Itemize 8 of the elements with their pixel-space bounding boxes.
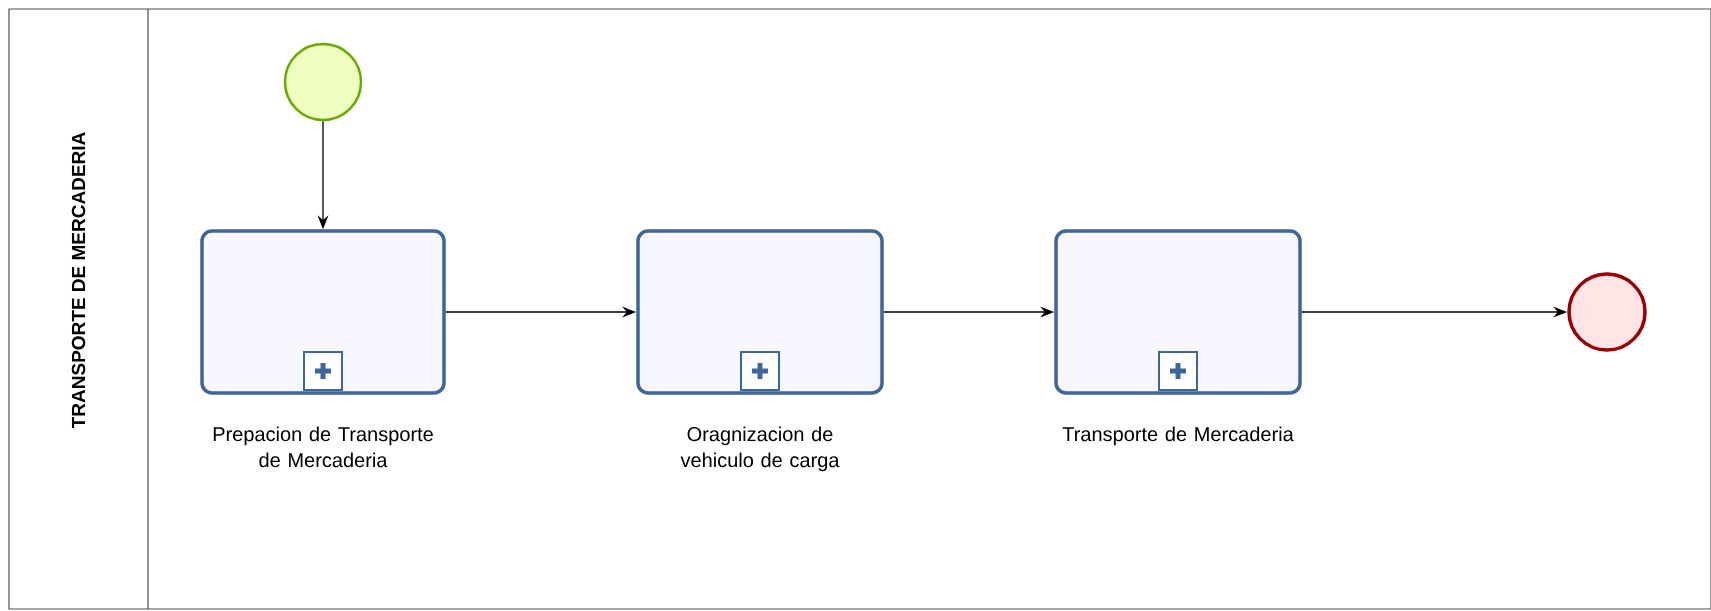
task-label: Oragnizacion de vehiculo de carga bbox=[680, 426, 840, 472]
end-event-circle bbox=[1567, 272, 1647, 352]
task-label: Transporte de Mercaderia bbox=[1062, 426, 1294, 446]
start-event-circle bbox=[283, 42, 363, 122]
subprocess-task bbox=[200, 229, 446, 395]
task-label: Prepacion de Transporte de Mercaderia bbox=[213, 426, 433, 468]
subprocess-task bbox=[1054, 229, 1302, 395]
subprocess-task bbox=[636, 229, 884, 395]
